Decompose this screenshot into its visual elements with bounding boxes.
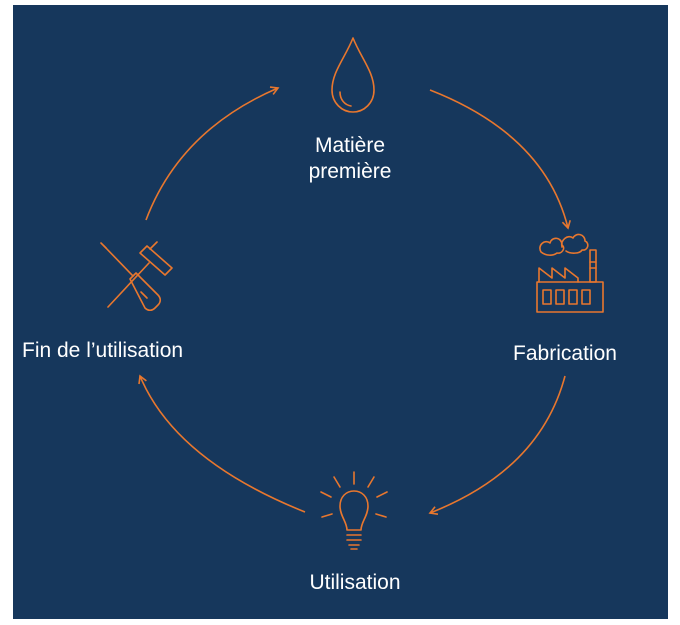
water-drop-icon bbox=[331, 37, 375, 113]
tools-icon bbox=[100, 241, 173, 312]
arrow-manufacturing-to-usage bbox=[428, 375, 566, 515]
arrow-raw-to-manufacturing bbox=[429, 89, 571, 230]
stage-label-raw-material-line2: première bbox=[308, 160, 392, 183]
light-bulb-icon bbox=[320, 471, 388, 550]
stage-label-raw-material-line1: Matière bbox=[314, 134, 386, 157]
stage-label-usage: Utilisation bbox=[309, 571, 401, 594]
arrow-end-to-raw bbox=[145, 86, 280, 221]
factory-icon bbox=[536, 233, 604, 313]
stage-label-manufacturing: Fabrication bbox=[513, 342, 617, 365]
arrow-usage-to-end bbox=[138, 374, 306, 513]
stage-label-raw-material: Matière première bbox=[280, 133, 420, 185]
stage-label-end-of-use: Fin de l’utilisation bbox=[22, 339, 184, 362]
